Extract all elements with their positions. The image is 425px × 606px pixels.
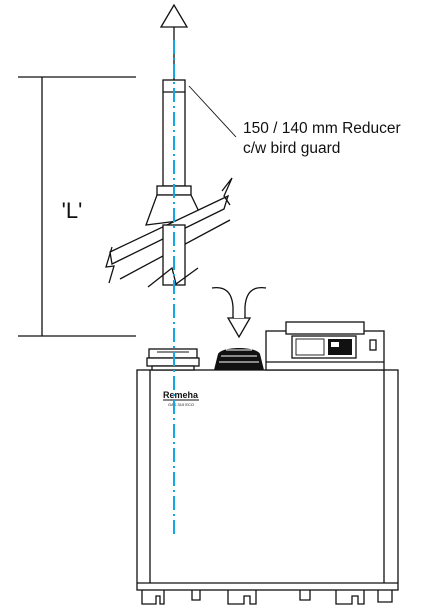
control-panel xyxy=(265,321,385,371)
brand-label: Remeha xyxy=(163,390,199,400)
down-arrow-outline-icon xyxy=(211,286,267,339)
boiler: Remeha GAS 310 ECO xyxy=(136,321,399,605)
boiler-feet xyxy=(141,590,393,605)
reducer-label-line2: c/w bird guard xyxy=(243,140,340,157)
dimension-l: 'L' xyxy=(18,76,136,337)
reducer-callout: 150 / 140 mm Reducer c/w bird guard xyxy=(188,85,401,157)
air-intake-grille xyxy=(214,348,264,370)
model-label: GAS 310 ECO xyxy=(168,402,194,407)
reducer-label-line1: 150 / 140 mm Reducer xyxy=(243,120,401,137)
flue-terminal xyxy=(105,79,233,288)
dimension-label: 'L' xyxy=(62,198,83,223)
